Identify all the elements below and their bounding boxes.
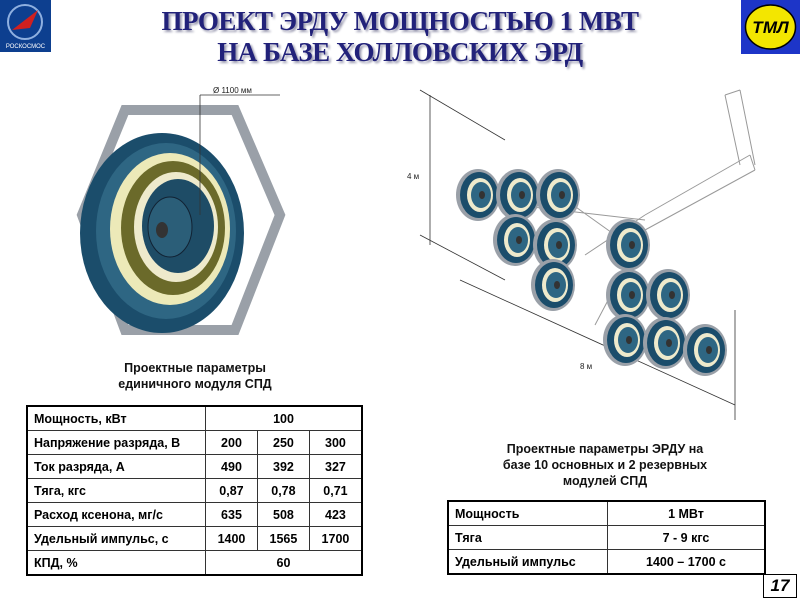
row-value: 300 (308, 430, 363, 455)
table-row: КПД, %60 (26, 550, 363, 576)
row-value: 327 (308, 454, 363, 479)
thruster-module-icon (606, 219, 650, 271)
thruster-module-icon (606, 269, 650, 321)
row-value: 7 - 9 кгс (607, 525, 766, 550)
system-caption-line1: Проектные параметры ЭРДУ на (506, 442, 704, 456)
row-value: 1400 – 1700 с (607, 549, 766, 575)
tml-logo: ТМЛ (741, 0, 800, 54)
thruster-module-icon (646, 269, 690, 321)
row-value: 200 (205, 430, 258, 455)
thruster-module-icon (531, 259, 575, 311)
width-dimension-label: 8 м (580, 362, 593, 371)
row-value: 392 (256, 454, 310, 479)
row-value: 0,87 (205, 478, 258, 503)
roscosmos-logo: РОСКОСМОС (0, 0, 51, 52)
row-value: 0,78 (256, 478, 310, 503)
page-number: 17 (763, 574, 797, 598)
thruster-module-icon (536, 169, 580, 221)
row-value: 60 (205, 550, 363, 576)
thruster-module-icon (603, 314, 647, 366)
row-value: 423 (308, 502, 363, 527)
thruster-module-icon (683, 324, 727, 376)
thruster-module-icon (456, 169, 500, 221)
thruster-module-icon (496, 169, 540, 221)
row-label: Мощность, кВт (26, 405, 206, 431)
row-value: 1 МВт (607, 500, 766, 526)
diameter-label: Ø 1100 мм (213, 86, 252, 95)
row-label: Тяга, кгс (26, 478, 206, 503)
row-value: 490 (205, 454, 258, 479)
row-label: Тяга (447, 525, 608, 550)
row-label: Удельный импульс (447, 549, 608, 575)
row-label: Расход ксенона, мг/с (26, 502, 206, 527)
row-label: Ток разряда, А (26, 454, 206, 479)
thruster-module-icon (643, 317, 687, 369)
system-caption-line2: базе 10 основных и 2 резервных (502, 458, 708, 472)
row-value: 1565 (256, 526, 310, 551)
row-value: 508 (256, 502, 310, 527)
row-label: Напряжение разряда, В (26, 430, 206, 455)
thruster-module-icon (493, 214, 537, 266)
height-dimension-label: 4 м (407, 172, 420, 181)
row-label: Удельный импульс, с (26, 526, 206, 551)
row-value: 0,71 (308, 478, 363, 503)
row-value: 635 (205, 502, 258, 527)
row-value: 1400 (205, 526, 258, 551)
tml-logo-text: ТМЛ (752, 18, 789, 37)
page-title-line2: НА БАЗЕ ХОЛЛОВСКИХ ЭРД (217, 37, 583, 67)
roscosmos-logo-text: РОСКОСМОС (5, 44, 46, 50)
row-label: Мощность (447, 500, 608, 526)
row-value: 1700 (308, 526, 363, 551)
thruster-cluster-drawing (419, 89, 756, 420)
page-title-line1: ПРОЕКТ ЭРДУ МОЩНОСТЬЮ 1 МВТ (161, 6, 639, 36)
module-caption-line2: единичного модуля СПД (118, 377, 272, 391)
system-caption-line3: модулей СПД (562, 474, 648, 488)
module-caption-line1: Проектные параметры (124, 361, 266, 375)
thruster-module-icon (533, 219, 577, 271)
roscosmos-emblem-icon (7, 4, 43, 40)
thruster-module-drawing (76, 94, 286, 335)
row-value: 100 (205, 405, 363, 431)
module-caption: Проектные параметры единичного модуля СП… (80, 360, 310, 392)
system-caption: Проектные параметры ЭРДУ на базе 10 осно… (470, 441, 740, 489)
row-value: 250 (256, 430, 310, 455)
row-label: КПД, % (26, 550, 206, 576)
